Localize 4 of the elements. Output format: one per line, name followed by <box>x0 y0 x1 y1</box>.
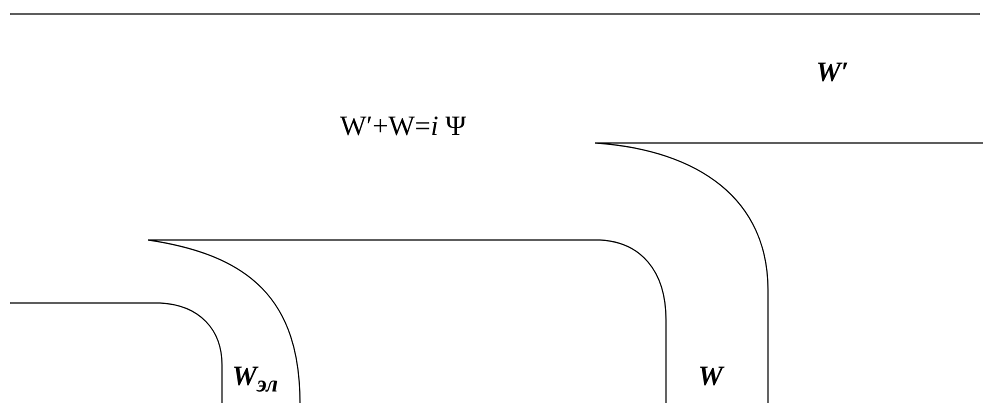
label-symbol: W$_{эл}$ <box>232 362 278 400</box>
formula-label: W′+W=i Ψ <box>340 112 466 142</box>
label-symbol: W′ <box>816 58 849 88</box>
label-symbol: W <box>698 362 723 392</box>
